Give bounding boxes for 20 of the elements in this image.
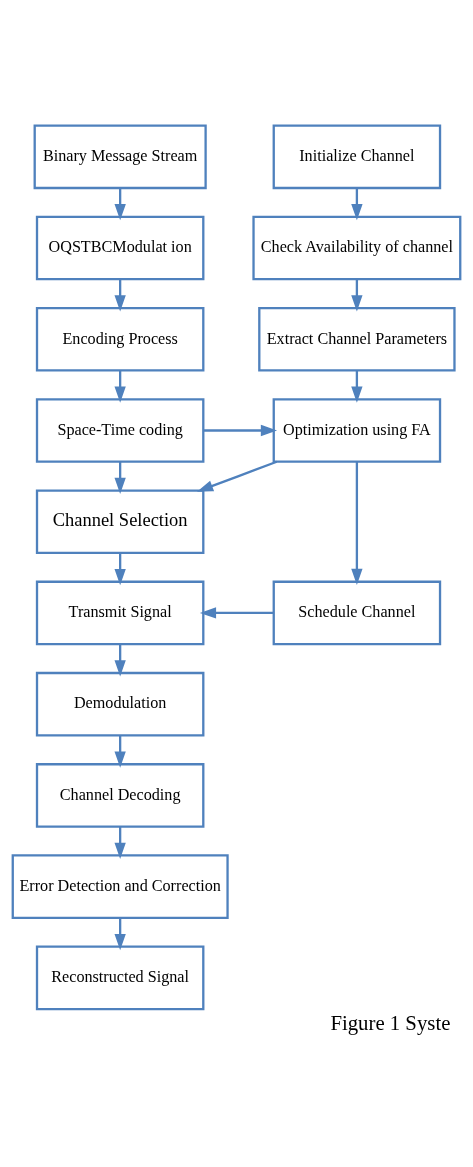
arrow [196,460,278,492]
node-box: Channel Decoding [35,763,205,828]
node-box: Error Detection and Correction [11,854,229,919]
node-box: Check Availability of channel [252,215,462,281]
node-box: OQSTBCModulat ion [35,215,205,281]
node-box: Encoding Process [35,306,205,372]
node-box: Initialize Channel [272,124,442,190]
node-box: Reconstructed Signal [35,945,205,1011]
node-box: Binary Message Stream [33,124,207,190]
node-box: Optimization using FA [272,398,442,463]
caption: Figure 1 Syste [330,1011,451,1035]
arrow [351,461,363,586]
node-box: Channel Selection [35,489,205,555]
node-box: Schedule Channel [272,580,442,646]
node-box: Space-Time coding [35,398,205,463]
arrow [199,607,274,619]
node-box: Demodulation [35,671,205,737]
node-box: Transmit Signal [35,580,205,646]
arrow [203,424,278,437]
node-box: Extract Channel Parameters [258,306,456,372]
